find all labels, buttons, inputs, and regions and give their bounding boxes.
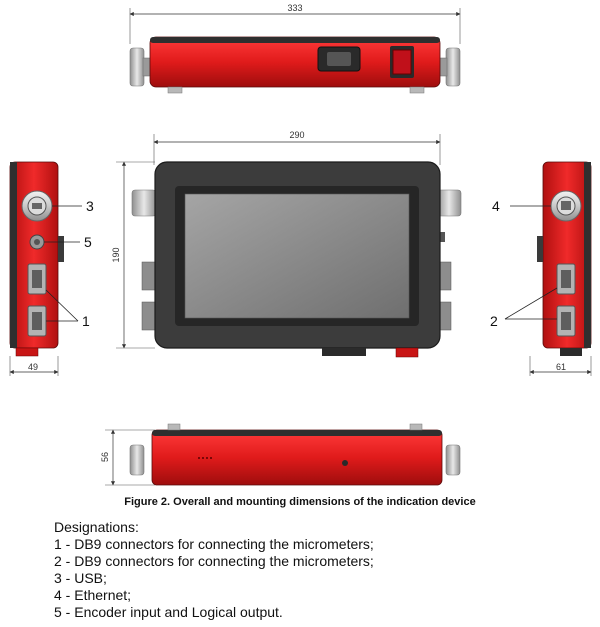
dimension-top-width: 333	[287, 3, 302, 13]
dimension-left-width: 49	[28, 362, 38, 372]
designations-list: Designations: 1 - DB9 connectors for con…	[54, 519, 574, 621]
left-side-view: 3 5 1 49	[9, 161, 94, 376]
callout-2: 2	[490, 313, 498, 329]
top-view: 333	[129, 3, 461, 94]
designation-item-4: 4 - Ethernet;	[54, 587, 132, 603]
dimension-right-width: 61	[556, 362, 566, 372]
bottom-housing	[151, 429, 443, 486]
designation-item-1: 1 - DB9 connectors for connecting the mi…	[54, 536, 374, 552]
designation-item-5: 5 - Encoder input and Logical output.	[54, 604, 283, 620]
dimension-bottom-height: 56	[100, 452, 110, 462]
callout-5: 5	[84, 234, 92, 250]
designations-title: Designations:	[54, 519, 139, 535]
bottom-view: 56	[100, 423, 461, 486]
display-screen	[184, 193, 410, 319]
dimension-front-height: 190	[111, 247, 121, 262]
designation-item-2: 2 - DB9 connectors for connecting the mi…	[54, 553, 374, 569]
callout-1: 1	[82, 313, 90, 329]
dimension-front-width: 290	[289, 130, 304, 140]
callout-3: 3	[86, 198, 94, 214]
callout-4: 4	[492, 198, 500, 214]
device-drawing: 333 290 190	[9, 3, 592, 486]
front-view: 290 190	[111, 130, 462, 358]
figure-caption: Figure 2. Overall and mounting dimension…	[124, 496, 476, 508]
designation-item-3: 3 - USB;	[54, 570, 107, 586]
right-side-view: 4 2 61	[490, 161, 592, 376]
